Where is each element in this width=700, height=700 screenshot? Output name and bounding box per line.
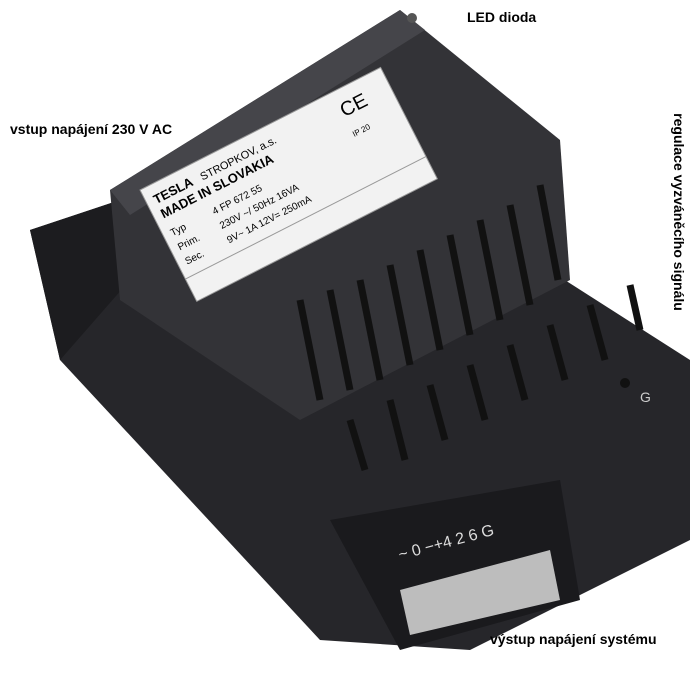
annotation-led: LED dioda — [467, 9, 537, 25]
annotation-ring-regulation: regulace vyzváněcího signálu — [671, 113, 687, 311]
device-label: TESLA STROPKOV, a.s. MADE IN SLOVAKIA Ty… — [139, 66, 438, 303]
annotation-power-output: výstup napájení systému — [490, 631, 657, 647]
housing-top-edge — [110, 10, 425, 215]
led-indicator — [407, 13, 417, 23]
annotation-power-input: vstup napájení 230 V AC — [10, 121, 173, 137]
ventilation-slots — [296, 184, 644, 472]
regulator-mark: G — [640, 389, 651, 405]
left-rail-clip — [30, 200, 130, 360]
terminal-screws — [400, 550, 560, 635]
regulator-screw — [620, 378, 630, 388]
